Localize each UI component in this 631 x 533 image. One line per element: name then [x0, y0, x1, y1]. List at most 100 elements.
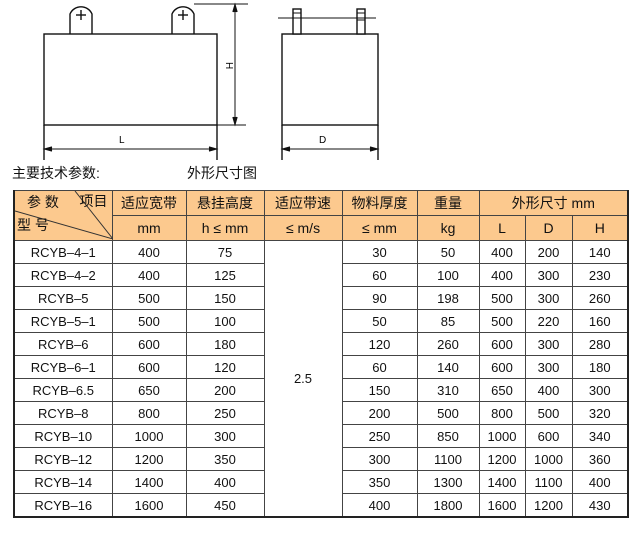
- cell-weight: 500: [416, 401, 480, 425]
- cell-dim-d: 1000: [524, 447, 573, 471]
- header-belt-width-unit: mm: [111, 215, 187, 241]
- cell-dim-d: 500: [524, 401, 573, 425]
- cell-weight: 85: [416, 309, 480, 333]
- header-dimensions: 外形尺寸 mm: [478, 190, 629, 216]
- table-row: RCYB–5–1 500 100 50 85 500 220 160: [13, 309, 629, 333]
- dim-label-d: D: [319, 135, 326, 146]
- cell-thickness: 400: [341, 493, 418, 518]
- cell-thickness: 90: [341, 286, 418, 310]
- cell-belt-speed-merged: 2.5: [263, 240, 343, 518]
- diagonal-lines: [15, 191, 113, 239]
- cell-hang-height: 180: [185, 332, 265, 356]
- cell-thickness: 50: [341, 309, 418, 333]
- cell-belt-width: 500: [111, 286, 187, 310]
- cell-model: RCYB–4–1: [13, 240, 113, 264]
- header-thickness-unit: ≤ mm: [341, 215, 418, 241]
- cell-weight: 850: [416, 424, 480, 448]
- cell-dim-h: 160: [571, 309, 629, 333]
- header-weight-unit: kg: [416, 215, 480, 241]
- table-row: RCYB–6 600 180 120 260 600 300 280: [13, 332, 629, 356]
- cell-hang-height: 100: [185, 309, 265, 333]
- cell-hang-height: 75: [185, 240, 265, 264]
- cell-dim-h: 260: [571, 286, 629, 310]
- cell-dim-d: 300: [524, 332, 573, 356]
- cell-model: RCYB–12: [13, 447, 113, 471]
- cell-belt-width: 400: [111, 263, 187, 287]
- header-belt-width: 适应宽带: [111, 190, 187, 216]
- cell-dim-l: 400: [478, 240, 526, 264]
- cell-dim-h: 300: [571, 378, 629, 402]
- cell-belt-width: 1600: [111, 493, 187, 518]
- cell-dim-l: 600: [478, 355, 526, 379]
- cell-hang-height: 150: [185, 286, 265, 310]
- cell-dim-h: 280: [571, 332, 629, 356]
- header-weight: 重量: [416, 190, 480, 216]
- cell-thickness: 60: [341, 355, 418, 379]
- cell-thickness: 60: [341, 263, 418, 287]
- header-dim-h: H: [571, 215, 629, 241]
- cell-dim-d: 1200: [524, 493, 573, 518]
- main-params-caption: 主要技术参数:: [12, 165, 100, 181]
- cell-belt-width: 1400: [111, 470, 187, 494]
- cell-dim-l: 500: [478, 309, 526, 333]
- cell-dim-h: 140: [571, 240, 629, 264]
- cell-dim-d: 300: [524, 286, 573, 310]
- table-row: RCYB–4–2 400 125 60 100 400 300 230: [13, 263, 629, 287]
- header-hang-height: 悬挂高度: [185, 190, 265, 216]
- cell-thickness: 120: [341, 332, 418, 356]
- cell-hang-height: 120: [185, 355, 265, 379]
- cell-dim-l: 1200: [478, 447, 526, 471]
- cell-dim-l: 800: [478, 401, 526, 425]
- cell-dim-d: 1100: [524, 470, 573, 494]
- corner-item-label: 项目: [79, 193, 108, 209]
- table-row: RCYB–4–1 400 75 2.5 30 50 400 200 140: [13, 240, 629, 518]
- cell-dim-l: 600: [478, 332, 526, 356]
- cell-thickness: 200: [341, 401, 418, 425]
- corner-model-label: 型 号: [17, 217, 49, 233]
- cell-dim-h: 180: [571, 355, 629, 379]
- header-dim-d: D: [524, 215, 573, 241]
- cell-belt-width: 600: [111, 355, 187, 379]
- outline-drawing-caption: 外形尺寸图: [187, 165, 257, 181]
- cell-model: RCYB–6–1: [13, 355, 113, 379]
- cell-model: RCYB–5: [13, 286, 113, 310]
- cell-model: RCYB–5–1: [13, 309, 113, 333]
- cell-model: RCYB–6: [13, 332, 113, 356]
- cell-belt-width: 500: [111, 309, 187, 333]
- side-view: [278, 8, 380, 160]
- table-row: RCYB–8 800 250 200 500 800 500 320: [13, 401, 629, 425]
- cell-belt-width: 600: [111, 332, 187, 356]
- cell-weight: 140: [416, 355, 480, 379]
- cell-dim-d: 300: [524, 355, 573, 379]
- cell-hang-height: 125: [185, 263, 265, 287]
- cell-thickness: 300: [341, 447, 418, 471]
- cell-dim-l: 1000: [478, 424, 526, 448]
- cell-weight: 260: [416, 332, 480, 356]
- cell-hang-height: 250: [185, 401, 265, 425]
- cell-dim-h: 400: [571, 470, 629, 494]
- cell-dim-l: 400: [478, 263, 526, 287]
- dim-label-l: L: [119, 135, 125, 146]
- table-row: RCYB–6–1 600 120 60 140 600 300 180: [13, 355, 629, 379]
- corner-params-label: 参 数: [27, 194, 59, 210]
- cell-dim-h: 320: [571, 401, 629, 425]
- outline-drawing: H L D: [42, 2, 380, 160]
- cell-model: RCYB–14: [13, 470, 113, 494]
- cell-hang-height: 200: [185, 378, 265, 402]
- cell-model: RCYB–16: [13, 493, 113, 518]
- cell-belt-width: 650: [111, 378, 187, 402]
- cell-dim-l: 1600: [478, 493, 526, 518]
- cell-weight: 1300: [416, 470, 480, 494]
- cell-dim-l: 1400: [478, 470, 526, 494]
- front-view: [42, 2, 248, 160]
- cell-dim-d: 200: [524, 240, 573, 264]
- cell-dim-l: 500: [478, 286, 526, 310]
- cell-hang-height: 450: [185, 493, 265, 518]
- cell-belt-width: 1200: [111, 447, 187, 471]
- cell-weight: 310: [416, 378, 480, 402]
- table-row: RCYB–14 1400 400 350 1300 1400 1100 400: [13, 470, 629, 494]
- cell-weight: 100: [416, 263, 480, 287]
- cell-hang-height: 300: [185, 424, 265, 448]
- cell-dim-d: 600: [524, 424, 573, 448]
- cell-dim-h: 360: [571, 447, 629, 471]
